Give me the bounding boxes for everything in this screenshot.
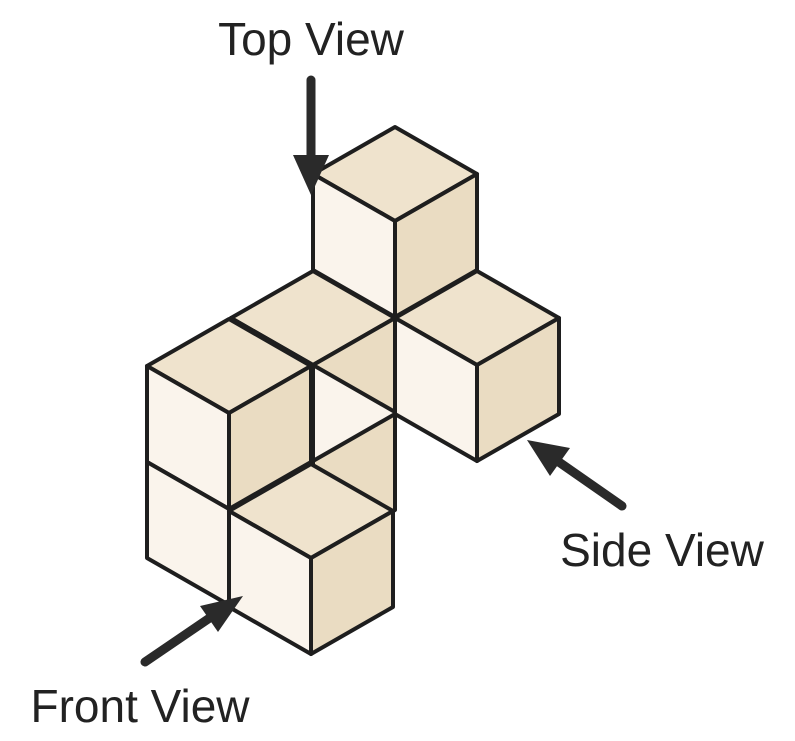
cube-right-right-face bbox=[475, 316, 561, 463]
front-view-arrow bbox=[140, 596, 243, 667]
top-view-label: Top View bbox=[218, 13, 405, 65]
cube-stack bbox=[145, 125, 561, 656]
cube-right bbox=[393, 269, 561, 463]
side-view-label: Side View bbox=[560, 524, 765, 576]
top-view-arrow bbox=[293, 75, 329, 195]
side-view-arrow bbox=[527, 440, 627, 511]
cube-front-right-face bbox=[309, 509, 395, 656]
cube-front bbox=[227, 462, 395, 656]
front-view-label: Front View bbox=[30, 680, 250, 732]
cube-top-back bbox=[311, 125, 479, 319]
cube-lower-middle bbox=[311, 363, 397, 559]
